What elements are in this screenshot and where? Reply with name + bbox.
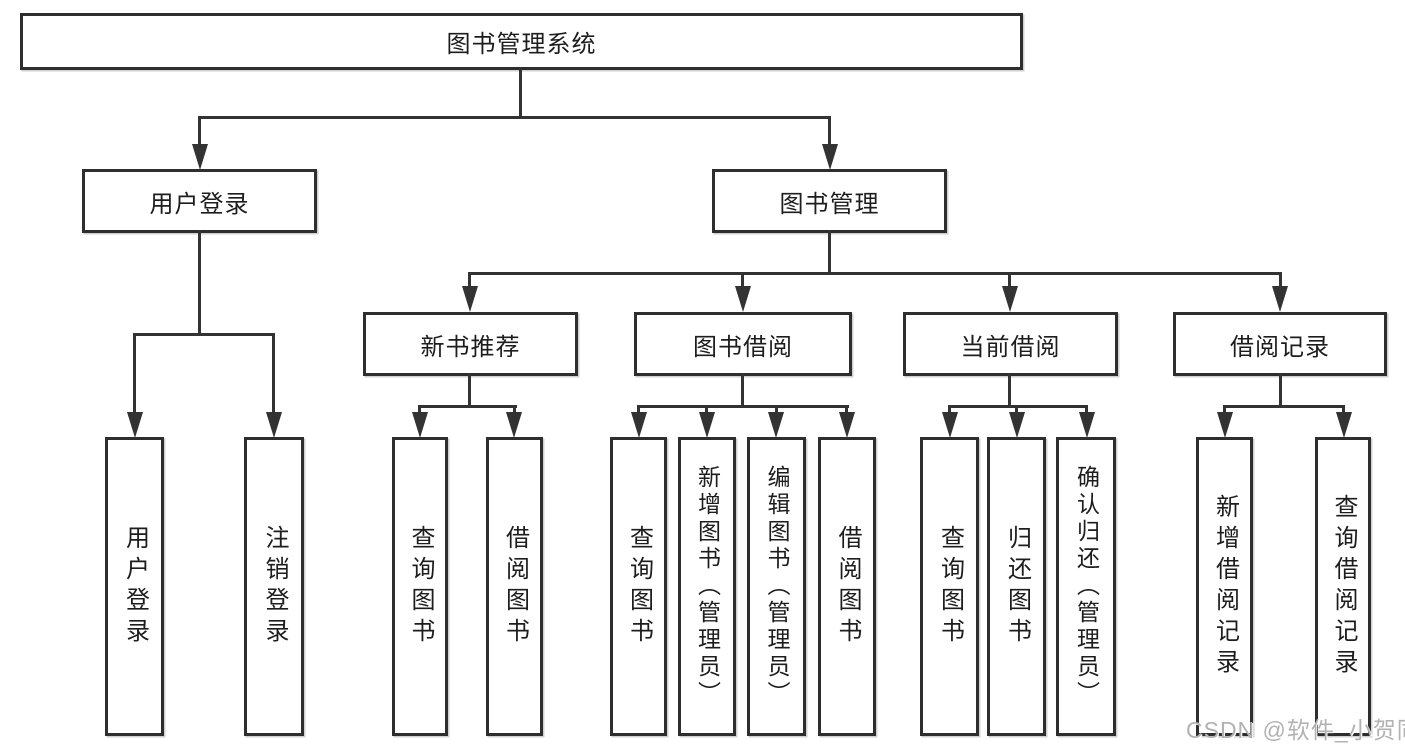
leaf-logout: 注销登录: [244, 437, 304, 736]
leaf-query-books-current: 查询图书: [920, 437, 979, 736]
leaf-borrow-books-recommend-label: 借阅图书: [501, 524, 529, 649]
line-segment: [468, 373, 471, 408]
leaf-user-login-label: 用户登录: [121, 524, 149, 649]
leaf-query-books-borrow: 查询图书: [610, 437, 667, 736]
arrowhead: [1272, 286, 1288, 312]
line-segment: [741, 373, 744, 408]
leaf-query-borrow-record: 查询借阅记录: [1315, 437, 1371, 736]
line-segment: [133, 333, 136, 414]
line-segment: [1015, 405, 1018, 414]
line-segment: [775, 405, 778, 414]
line-segment: [198, 230, 201, 336]
leaf-confirm-return-admin: 确认归还（管理员）: [1056, 437, 1116, 736]
leaf-logout-label: 注销登录: [261, 524, 288, 649]
line-segment: [418, 405, 421, 414]
line-segment: [1008, 373, 1011, 408]
leaf-confirm-return-admin-label: 确认归还（管理员）: [1073, 465, 1100, 708]
arrowhead: [506, 412, 522, 438]
leaf-borrow-books-label: 借阅图书: [834, 524, 861, 649]
arrowhead: [127, 412, 143, 438]
arrowhead: [839, 412, 855, 438]
line-segment: [1279, 373, 1282, 408]
line-segment: [1342, 405, 1345, 414]
line-segment: [1279, 272, 1282, 289]
line-segment: [133, 333, 275, 336]
node-root: 图书管理系统: [20, 13, 1023, 70]
node-new-book-recommend-label: 新书推荐: [420, 333, 521, 361]
leaf-query-books-recommend: 查询图书: [392, 437, 448, 736]
leaf-add-borrow-record: 新增借阅记录: [1196, 437, 1253, 736]
leaf-query-borrow-record-label: 查询借阅记录: [1330, 493, 1357, 680]
line-segment: [1223, 405, 1345, 408]
arrowhead: [1336, 412, 1352, 438]
leaf-edit-book-admin-label: 编辑图书（管理员）: [764, 465, 790, 708]
line-segment: [513, 405, 516, 414]
line-segment: [637, 405, 849, 408]
leaf-borrow-books-recommend: 借阅图书: [486, 437, 543, 736]
leaf-query-books-current-label: 查询图书: [936, 524, 964, 649]
arrowhead: [1217, 412, 1233, 438]
node-user-login: 用户登录: [82, 169, 317, 233]
leaf-add-book-admin: 新增图书（管理员）: [678, 437, 736, 736]
line-segment: [198, 116, 831, 119]
line-segment: [1008, 272, 1011, 289]
line-segment: [418, 405, 517, 408]
node-book-management: 图书管理: [712, 169, 947, 233]
leaf-add-book-admin-label: 新增图书（管理员）: [694, 465, 721, 708]
leaf-add-borrow-record-label: 新增借阅记录: [1211, 493, 1239, 680]
node-book-management-label: 图书管理: [779, 190, 880, 218]
leaf-return-books: 归还图书: [987, 437, 1046, 736]
leaf-query-books-recommend-label: 查询图书: [407, 524, 434, 649]
line-segment: [828, 116, 831, 146]
node-book-borrow: 图书借阅: [634, 312, 852, 376]
arrowhead: [462, 286, 478, 312]
line-segment: [198, 116, 201, 146]
leaf-return-books-label: 归还图书: [1003, 524, 1031, 649]
arrowhead: [1079, 412, 1095, 438]
arrowhead: [942, 412, 958, 438]
leaf-edit-book-admin: 编辑图书（管理员）: [747, 437, 806, 736]
line-segment: [468, 272, 1282, 275]
line-segment: [828, 230, 831, 275]
arrowhead: [1002, 286, 1018, 312]
node-current-borrow-label: 当前借阅: [960, 333, 1061, 361]
arrowhead: [631, 412, 647, 438]
node-new-book-recommend: 新书推荐: [363, 312, 578, 376]
arrowhead: [768, 412, 784, 438]
line-segment: [1223, 405, 1226, 414]
node-borrow-records: 借阅记录: [1173, 312, 1387, 376]
line-segment: [741, 272, 744, 289]
line-segment: [519, 67, 522, 118]
line-segment: [272, 333, 275, 414]
leaf-query-books-borrow-label: 查询图书: [625, 524, 653, 649]
line-segment: [948, 405, 1088, 408]
line-segment: [845, 405, 848, 414]
line-segment: [637, 405, 640, 414]
line-segment: [705, 405, 708, 414]
arrowhead: [192, 144, 208, 170]
arrowhead: [822, 144, 838, 170]
arrowhead: [412, 412, 428, 438]
line-segment: [468, 272, 471, 289]
node-book-borrow-label: 图书借阅: [693, 333, 793, 361]
node-borrow-records-label: 借阅记录: [1230, 333, 1330, 361]
arrowhead: [735, 286, 751, 312]
node-root-label: 图书管理系统: [446, 31, 597, 58]
line-segment: [1085, 405, 1088, 414]
node-current-borrow: 当前借阅: [903, 312, 1118, 376]
node-user-login-label: 用户登录: [149, 190, 250, 218]
arrowhead: [699, 412, 715, 438]
arrowhead: [1009, 412, 1025, 438]
leaf-user-login: 用户登录: [105, 437, 164, 736]
line-segment: [948, 405, 951, 414]
watermark: CSDN @软件_小贺同学: [1186, 717, 1405, 743]
arrowhead: [266, 412, 282, 438]
leaf-borrow-books: 借阅图书: [818, 437, 876, 736]
